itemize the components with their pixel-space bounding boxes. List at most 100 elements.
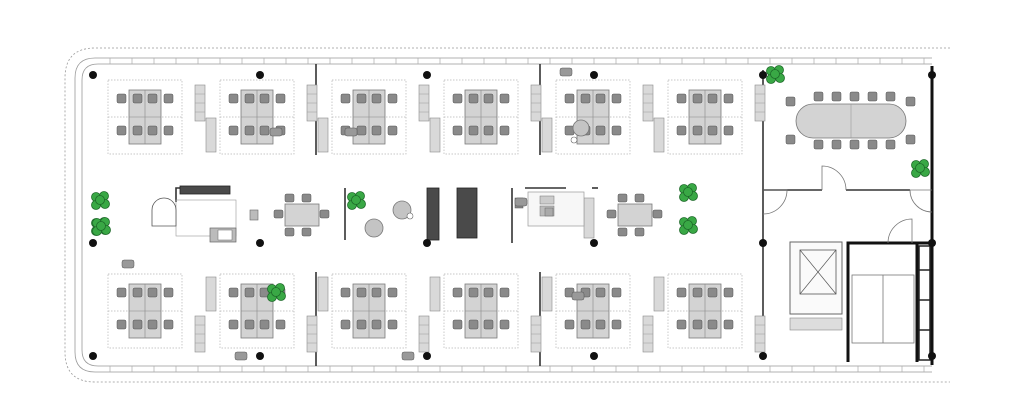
chair-icon: [284, 227, 295, 237]
stool: [570, 136, 578, 144]
chair-icon: [867, 91, 878, 102]
chair-icon: [356, 287, 367, 298]
chair-icon: [483, 287, 494, 298]
chair-icon: [468, 93, 479, 104]
chair-icon: [692, 93, 703, 104]
chair-icon: [867, 139, 878, 150]
chair-icon: [559, 67, 573, 77]
desk-cluster: [219, 79, 295, 155]
chair-icon: [692, 287, 703, 298]
chair-icon: [499, 93, 510, 104]
loose-chairs: [121, 67, 585, 361]
reception-desk: [151, 197, 177, 227]
plant-leaf: [683, 220, 693, 230]
chair-icon: [132, 287, 143, 298]
chair-icon: [116, 287, 127, 298]
chair-icon: [301, 227, 312, 237]
chair-icon: [275, 93, 286, 104]
cabinet: [194, 315, 206, 353]
side-table: [249, 209, 259, 221]
chair-icon: [595, 319, 606, 330]
chair-icon: [244, 125, 255, 136]
plant-icon: [92, 217, 111, 236]
chair-icon: [275, 319, 286, 330]
chair-icon: [634, 193, 645, 203]
chair-icon: [707, 93, 718, 104]
plant-icon: [91, 191, 110, 210]
chair-icon: [905, 96, 916, 107]
chair-icon: [831, 139, 842, 150]
desk-cluster: [667, 273, 743, 349]
chair-icon: [813, 91, 824, 102]
cabinet: [317, 276, 430, 353]
elevator: [789, 241, 843, 331]
pillar-icon: [759, 239, 767, 247]
chair-icon: [617, 227, 628, 237]
chair-icon: [116, 93, 127, 104]
chair-icon: [499, 125, 510, 136]
cabinet-body: [541, 117, 553, 153]
chair-icon: [228, 93, 239, 104]
door-swing-icon: [762, 189, 788, 215]
chair-icon: [692, 319, 703, 330]
chair-icon: [371, 93, 382, 104]
elevator-cross: [799, 249, 837, 295]
desk-cluster: [555, 273, 631, 349]
chair-icon: [387, 125, 398, 136]
cabinet-body: [205, 117, 217, 153]
conference-chairs: [785, 91, 916, 150]
chair-icon: [147, 287, 158, 298]
plant-leaf: [915, 163, 925, 173]
round-table: [364, 218, 384, 238]
pillar-icon: [590, 239, 598, 247]
pillar-icon: [423, 239, 431, 247]
chair-icon: [244, 319, 255, 330]
pillar-icon: [928, 71, 936, 79]
chair-icon: [571, 291, 585, 301]
doors: [762, 165, 933, 244]
cabinet-body: [429, 117, 441, 153]
chair-icon: [132, 319, 143, 330]
chair-icon: [259, 125, 270, 136]
chair-icon: [785, 96, 796, 107]
desk-cluster: [555, 79, 631, 155]
chair-icon: [116, 125, 127, 136]
chair-icon: [371, 287, 382, 298]
chair-icon: [284, 193, 295, 203]
chair-icon: [544, 207, 554, 217]
chair-icon: [344, 127, 358, 137]
chair-icon: [452, 93, 463, 104]
chair-icon: [849, 91, 860, 102]
chair-icon: [356, 125, 367, 136]
cabinet: [317, 84, 430, 153]
cabinet-body: [317, 276, 329, 312]
chair-icon: [580, 319, 591, 330]
plant-leaf: [271, 287, 281, 297]
chair-icon: [564, 319, 575, 330]
lounge: [364, 119, 590, 238]
cabinet-body: [317, 117, 329, 153]
desk-cluster: [107, 79, 183, 155]
chair-icon: [611, 319, 622, 330]
desk-cluster: [443, 273, 519, 349]
plant-icon: [267, 283, 286, 302]
round-table: [572, 119, 590, 137]
elevator-icon: [799, 249, 837, 295]
plant-icon: [679, 216, 698, 235]
chair-icon: [595, 93, 606, 104]
door-swing-icon: [821, 165, 847, 191]
chair-icon: [163, 93, 174, 104]
chair-icon: [634, 227, 645, 237]
chair-icon: [707, 125, 718, 136]
chair-icon: [147, 319, 158, 330]
cabinet-body: [205, 276, 217, 312]
desk-cluster: [443, 79, 519, 155]
chair-icon: [652, 209, 663, 219]
plants: [91, 65, 930, 302]
cabinet-body: [653, 117, 665, 153]
chair-icon: [564, 93, 575, 104]
pillar-icon: [256, 352, 264, 360]
meeting-table: [284, 203, 320, 227]
chair-icon: [319, 209, 330, 219]
pillar-icon: [256, 71, 264, 79]
